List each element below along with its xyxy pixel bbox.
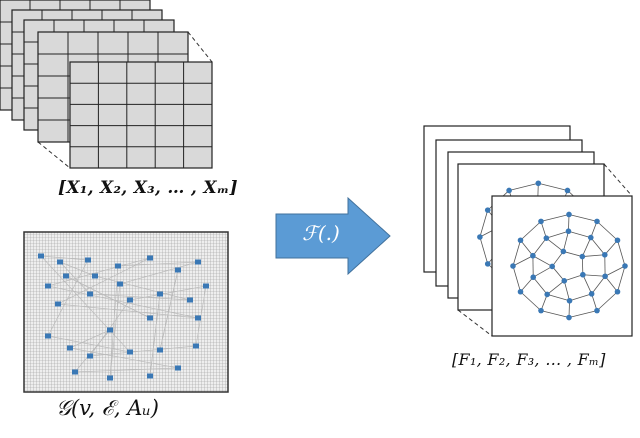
graph-node — [157, 292, 163, 297]
graph-node — [55, 302, 61, 307]
graph-node — [117, 282, 123, 287]
output-graph-node — [485, 261, 491, 267]
graph-node — [127, 350, 133, 355]
graph-node — [45, 334, 51, 339]
graph-node — [63, 274, 69, 279]
graph-node — [147, 374, 153, 379]
output-graph-node — [530, 274, 536, 280]
output-graph-node — [615, 237, 621, 243]
graph-image — [24, 232, 228, 392]
output-stack-label: [F₁, F₂, F₃, … , Fₘ] — [452, 350, 606, 369]
graph-node — [87, 354, 93, 359]
graph-node — [38, 254, 44, 259]
graph-node — [87, 292, 93, 297]
graph-node — [195, 260, 201, 265]
transform-label: ℱ(.) — [282, 221, 360, 245]
output-graph-node — [567, 298, 573, 304]
output-graph-node — [485, 207, 491, 213]
graph-node — [147, 256, 153, 261]
output-graph-node — [566, 228, 572, 234]
graph-node — [175, 268, 181, 273]
graph-node — [193, 344, 199, 349]
output-graph-node — [506, 188, 512, 194]
output-graph-node — [538, 308, 544, 314]
graph-node — [45, 284, 51, 289]
graph-node — [107, 328, 113, 333]
output-graph-node — [602, 252, 608, 258]
output-graph-node — [580, 272, 586, 278]
output-graph-node — [602, 273, 608, 279]
output-graph-node — [536, 180, 542, 186]
output-graph-node — [561, 249, 567, 255]
output-graph-node — [589, 291, 595, 297]
graph-node — [92, 274, 98, 279]
graph-node — [147, 316, 153, 321]
output-graph-node — [530, 253, 536, 259]
output-graph-node — [561, 278, 567, 284]
input-grid-stack — [0, 0, 212, 168]
output-graph-node — [594, 308, 600, 314]
output-graph-node — [594, 219, 600, 225]
output-graph-node — [477, 234, 483, 240]
graph-node — [67, 346, 73, 351]
graph-node — [203, 284, 209, 289]
output-graph-node — [622, 263, 628, 269]
graph-node — [127, 298, 133, 303]
output-graph-node — [544, 292, 550, 298]
graph-node — [72, 370, 78, 375]
output-graph-layer — [492, 196, 632, 336]
graph-node — [57, 260, 63, 265]
input-stack-label: [X₁, X₂, X₃, … , Xₘ] — [58, 178, 238, 198]
output-graph-node — [510, 263, 516, 269]
graph-node — [175, 366, 181, 371]
graph-node — [195, 316, 201, 321]
perspective-line — [458, 310, 492, 336]
output-graph-node — [518, 237, 524, 243]
output-graph-node — [566, 315, 572, 321]
output-graph-node — [615, 289, 621, 295]
graph-node — [115, 264, 121, 269]
output-graph-node — [549, 264, 555, 270]
perspective-line — [38, 142, 70, 168]
perspective-line — [188, 32, 212, 62]
graph-node — [157, 348, 163, 353]
graph-node — [85, 258, 91, 263]
graph-node — [107, 376, 113, 381]
graph-label: 𝒢(v, ℰ, Aᵤ) — [56, 396, 159, 421]
input-grid-layer — [70, 62, 212, 168]
perspective-line — [604, 164, 632, 196]
output-graph-node — [518, 289, 524, 295]
output-graph-node — [565, 188, 571, 194]
output-graph-stack — [424, 126, 632, 336]
output-graph-node — [538, 219, 544, 225]
graph-node — [187, 298, 193, 303]
output-graph-node — [580, 254, 586, 260]
output-graph-node — [588, 235, 594, 241]
output-graph-node — [566, 212, 572, 218]
output-graph-node — [544, 235, 550, 241]
